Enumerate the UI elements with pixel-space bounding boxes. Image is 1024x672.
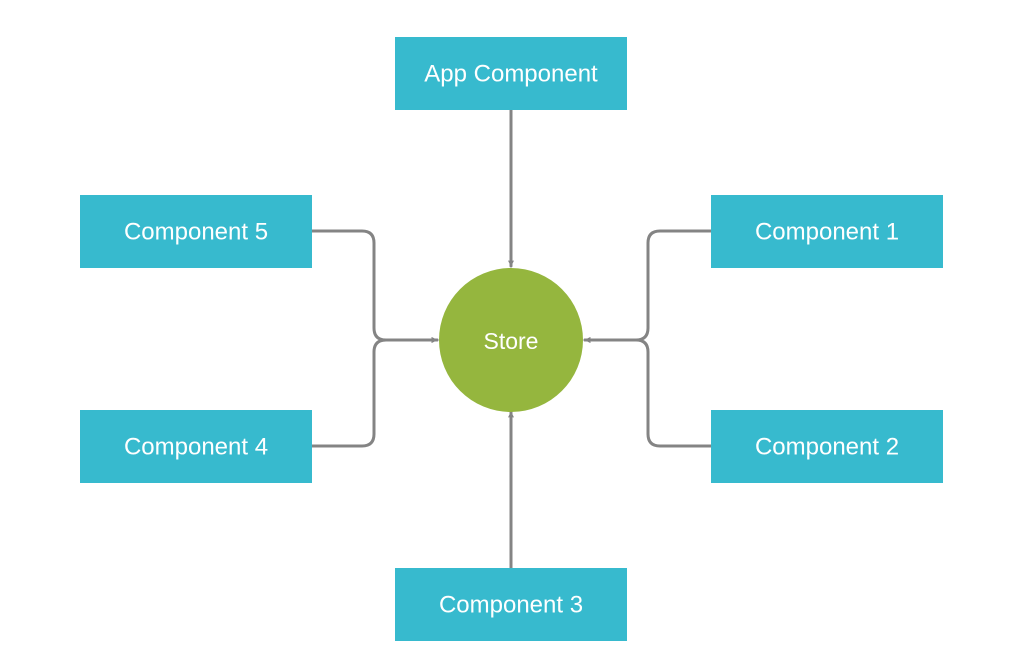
node-app-component[interactable]: App Component	[395, 37, 627, 110]
edge-component-1-to-store	[583, 229, 713, 343]
node-component-1[interactable]: Component 1	[711, 195, 943, 268]
edge-component-2-to-store	[583, 337, 713, 448]
node-box	[80, 195, 312, 268]
node-label: Component 3	[439, 592, 583, 619]
node-label: App Component	[424, 61, 598, 88]
node-box	[711, 410, 943, 483]
node-box	[395, 568, 627, 641]
store-node[interactable]: Store	[439, 268, 583, 412]
node-component-4[interactable]: Component 4	[80, 410, 312, 483]
node-label: Component 4	[124, 434, 268, 461]
node-label: Component 2	[755, 434, 899, 461]
edge-component-4-to-store	[310, 337, 439, 448]
node-box	[80, 410, 312, 483]
node-box	[711, 195, 943, 268]
node-component-2[interactable]: Component 2	[711, 410, 943, 483]
node-box	[395, 37, 627, 110]
node-label: Component 1	[755, 219, 899, 246]
node-label: Component 5	[124, 219, 268, 246]
edge-component-5-to-store	[310, 229, 439, 343]
store-circle	[439, 268, 583, 412]
connectors	[310, 108, 713, 570]
store-label: Store	[484, 328, 539, 354]
node-component-5[interactable]: Component 5	[80, 195, 312, 268]
node-component-3[interactable]: Component 3	[395, 568, 627, 641]
